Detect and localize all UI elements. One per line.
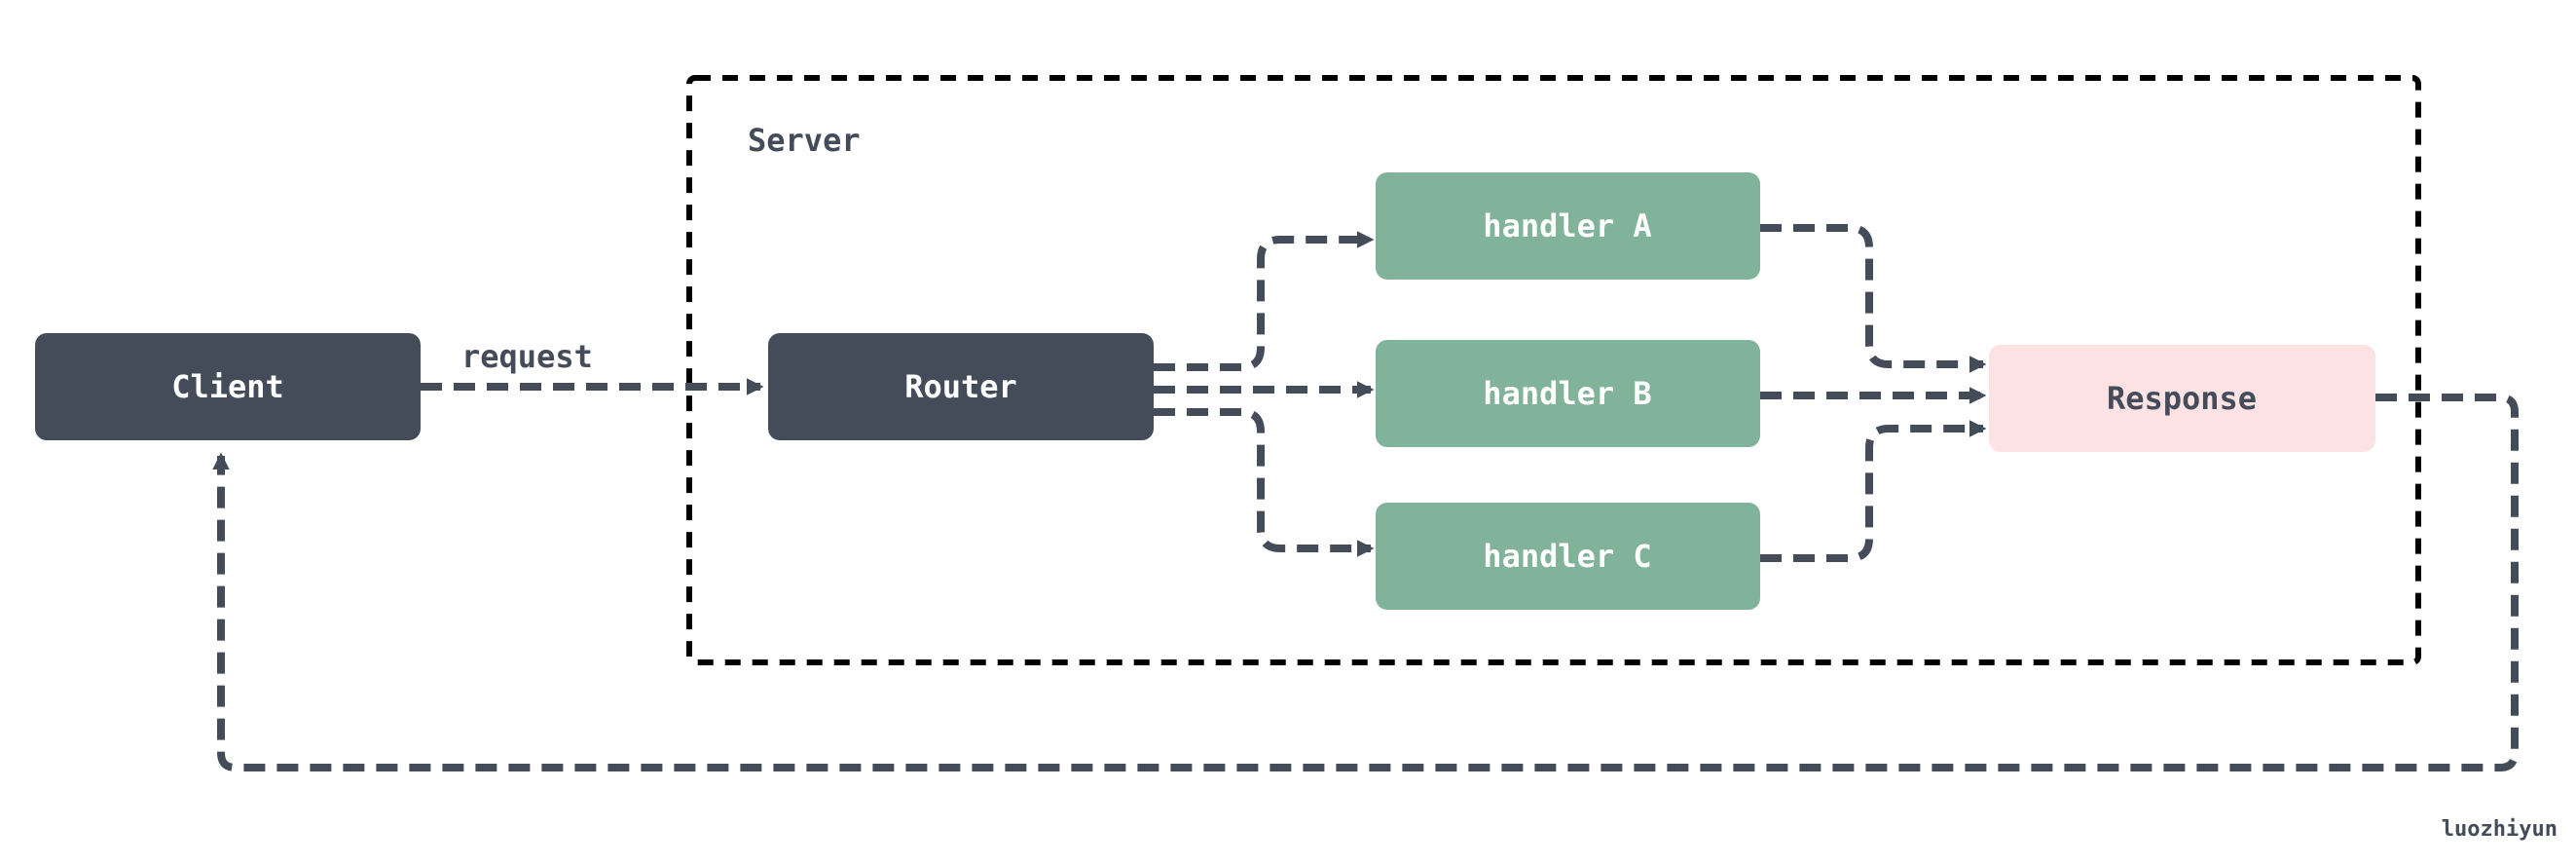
handler-b-node: handler B <box>1376 340 1760 447</box>
edge-handler-c-to-response <box>1760 420 1987 562</box>
edge-handler-a-to-response <box>1760 224 1987 373</box>
handler-a-box <box>1376 172 1760 280</box>
handler-c-node: handler C <box>1376 503 1760 610</box>
author-watermark: luozhiyun <box>2442 817 2558 842</box>
handler-c-box <box>1376 503 1760 610</box>
edge-request-label: request <box>461 338 593 375</box>
client-box <box>35 333 421 440</box>
handler-b-label: handler B <box>1483 375 1651 412</box>
router-label: Router <box>904 368 1017 405</box>
router-box <box>768 333 1154 440</box>
router-node: Router <box>768 333 1154 440</box>
server-label: Server <box>748 122 861 159</box>
handler-a-node: handler A <box>1376 172 1760 280</box>
response-box <box>1989 345 2375 452</box>
handler-b-box <box>1376 340 1760 447</box>
server-boundary <box>686 75 2421 665</box>
response-label: Response <box>2107 380 2257 417</box>
handler-c-label: handler C <box>1483 538 1651 575</box>
client-label: Client <box>171 368 284 405</box>
edge-router-to-handler-c <box>1154 408 1375 557</box>
edge-router-to-handler-a <box>1154 231 1375 371</box>
client-node: Client <box>35 333 421 440</box>
handler-a-label: handler A <box>1483 207 1651 244</box>
edge-response-to-client <box>212 394 2519 771</box>
response-node: Response <box>1989 345 2375 452</box>
